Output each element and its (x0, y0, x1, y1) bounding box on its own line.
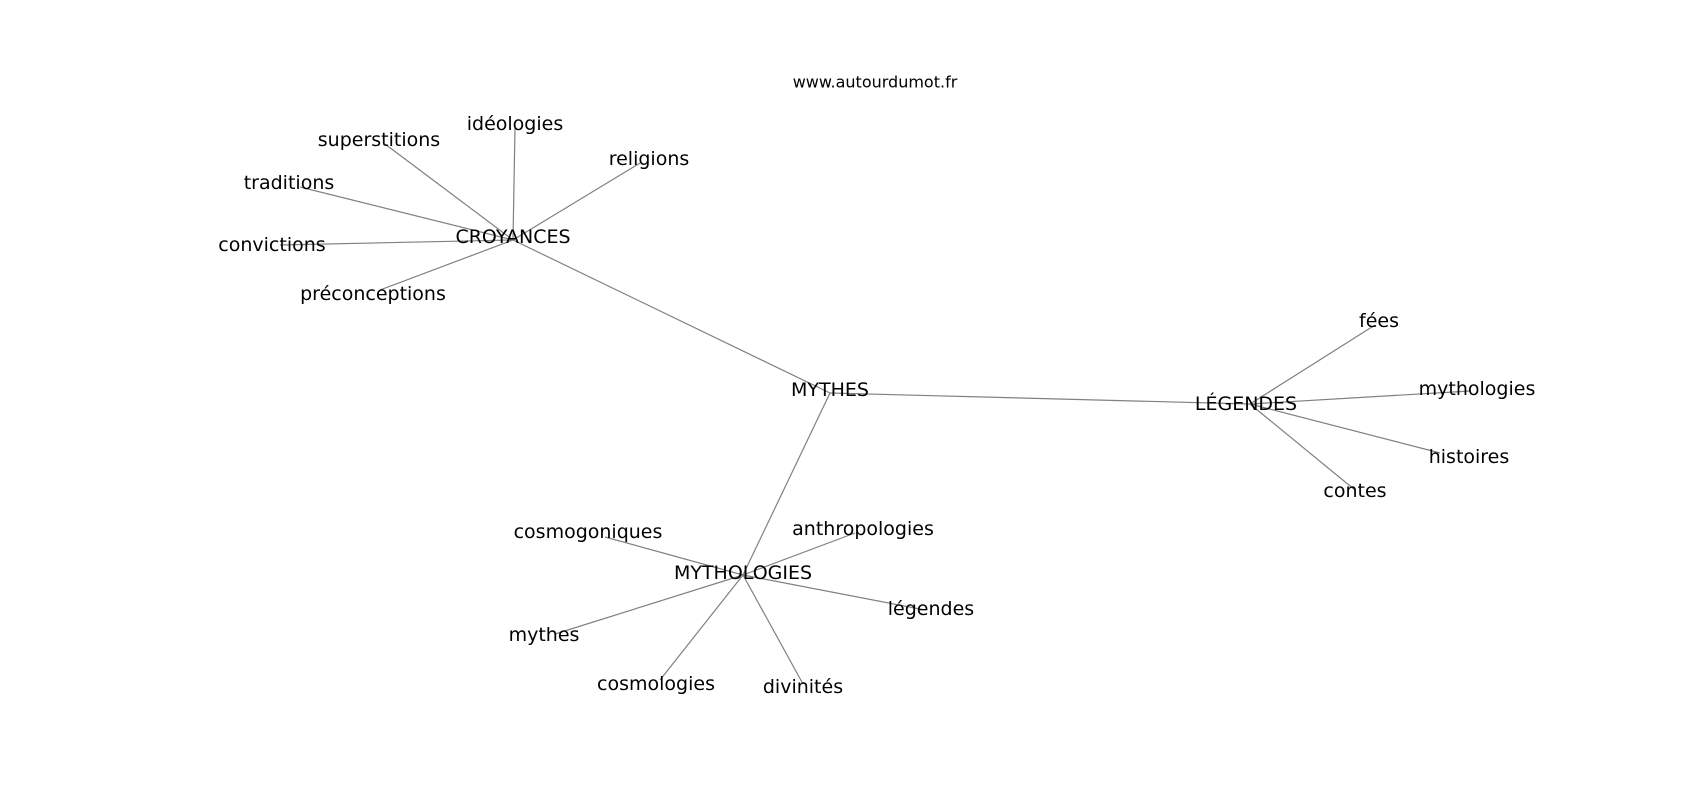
edge-hub-leaf (512, 162, 641, 241)
edge-hub-leaf (604, 536, 744, 576)
leaf-word-node[interactable]: contes (1323, 480, 1386, 502)
leaf-word-node[interactable]: légendes (888, 598, 974, 620)
leaf-word-node[interactable]: superstitions (318, 129, 440, 151)
edge-hub-leaf (512, 127, 516, 241)
edge-hub-leaf (379, 239, 514, 291)
edge-hub-leaf (299, 186, 514, 241)
edge-center-hub (829, 392, 1251, 405)
leaf-word-node[interactable]: traditions (244, 172, 335, 194)
graph-labels: www.autourdumot.fr MYTHES CROYANCES supers… (218, 73, 1535, 699)
leaf-word-node[interactable]: mythologies (1419, 378, 1536, 400)
hub-word-node[interactable]: MYTHOLOGIES (674, 562, 812, 584)
center-word-node[interactable]: MYTHES (791, 379, 869, 401)
hub-word-node[interactable]: LÉGENDES (1195, 392, 1297, 415)
leaf-word-node[interactable]: cosmogoniques (514, 521, 663, 543)
leaf-word-node[interactable]: cosmologies (597, 673, 715, 695)
leaf-word-node[interactable]: fées (1359, 310, 1399, 332)
source-site-label: www.autourdumot.fr (793, 73, 958, 92)
edge-hub-leaf (742, 574, 804, 685)
edge-hub-leaf (742, 574, 926, 611)
edge-hub-leaf (1249, 390, 1471, 405)
edge-hub-leaf (554, 574, 744, 635)
edge-hub-leaf (659, 574, 744, 681)
edge-center-hub (742, 392, 831, 576)
leaf-word-node[interactable]: préconceptions (300, 283, 446, 305)
leaf-word-node[interactable]: idéologies (467, 113, 563, 135)
leaf-word-node[interactable]: convictions (218, 234, 325, 256)
edge-hub-leaf (1249, 403, 1441, 454)
hub-word-node[interactable]: CROYANCES (455, 226, 570, 248)
leaf-word-node[interactable]: religions (609, 148, 690, 170)
leaf-word-node[interactable]: anthropologies (792, 518, 934, 540)
leaf-word-node[interactable]: histoires (1429, 446, 1510, 468)
edge-hub-leaf (1249, 403, 1356, 491)
leaf-word-node[interactable]: mythes (509, 624, 580, 646)
leaf-word-node[interactable]: divinités (763, 676, 843, 698)
edge-hub-leaf (1249, 324, 1376, 405)
graph-edges (279, 127, 1471, 685)
edge-hub-leaf (384, 143, 514, 241)
edge-center-hub (512, 239, 831, 394)
edge-hub-leaf (742, 532, 856, 576)
edge-hub-leaf (279, 239, 514, 246)
